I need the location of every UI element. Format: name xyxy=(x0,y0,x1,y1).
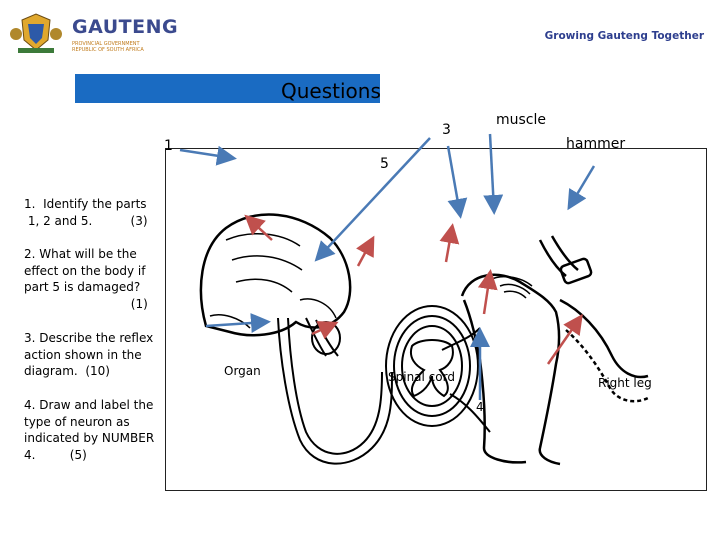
arrow-red-organ xyxy=(311,321,339,340)
brain-drawing xyxy=(199,213,352,357)
arrow-red-leg xyxy=(546,313,583,365)
question-1: 1. Identify the parts 1, 2 and 5. (3) xyxy=(24,197,148,228)
page-title: Questions xyxy=(281,79,381,103)
leg-drawing xyxy=(460,235,649,466)
question-3: 3. Describe the reflex action shown in t… xyxy=(24,331,154,378)
blue-arrows xyxy=(179,133,596,400)
label-4: 4 xyxy=(476,400,484,414)
arrow-red-brain xyxy=(244,214,273,241)
red-arrows xyxy=(244,214,583,365)
gauteng-logo: GAUTENG PROVINCIAL GOVERNMENT REPUBLIC O… xyxy=(8,10,178,56)
arrow-hammer xyxy=(567,165,596,211)
arrow-label-1 xyxy=(179,145,237,166)
label-1: 1 xyxy=(164,138,173,154)
arrow-brain-stem xyxy=(205,313,271,333)
logo-subline: REPUBLIC OF SOUTH AFRICA xyxy=(72,47,144,53)
question-2: 2. What will be the effect on the body i… xyxy=(24,247,148,311)
arrow-label-3 xyxy=(314,137,431,262)
arrow-red-5 xyxy=(356,235,375,267)
question-4: 4. Draw and label the type of neuron as … xyxy=(24,398,155,462)
label-right-leg: Right leg xyxy=(598,376,652,390)
logo-subline: PROVINCIAL GOVERNMENT xyxy=(72,41,140,47)
label-3: 3 xyxy=(442,122,451,138)
label-spinal-cord: Spinal cord xyxy=(388,370,455,384)
tagline: Growing Gauteng Together xyxy=(544,30,704,42)
arrow-muscle-2 xyxy=(483,133,504,215)
arrow-red-muscle xyxy=(439,223,460,263)
label-5: 5 xyxy=(380,156,389,172)
label-muscle: muscle xyxy=(496,112,547,128)
label-hammer: hammer xyxy=(566,136,626,152)
logo-brand: GAUTENG xyxy=(72,16,179,38)
diagram-frame xyxy=(165,148,707,491)
coat-of-arms-icon xyxy=(10,13,62,53)
spinal-pathway xyxy=(277,317,393,465)
label-organ: Organ xyxy=(224,364,261,378)
title-bar xyxy=(75,74,710,103)
arrow-red-knee xyxy=(477,269,498,315)
spinal-cord-cross-section xyxy=(385,305,491,433)
arrow-muscle xyxy=(446,145,468,219)
